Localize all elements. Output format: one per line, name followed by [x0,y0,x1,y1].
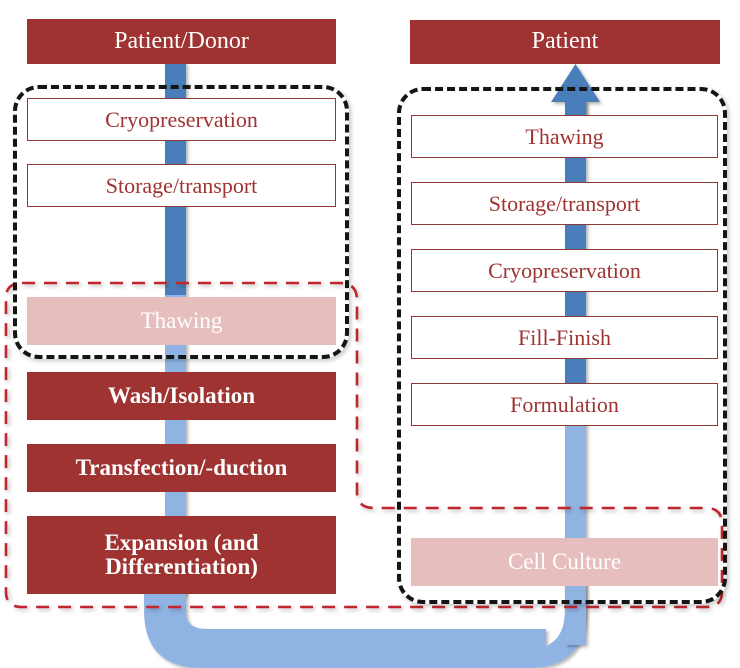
right-step-formulation-label: Formulation [510,391,619,417]
header-patient-donor: Patient/Donor [27,19,336,64]
right-step-cryopreservation-label: Cryopreservation [488,257,641,283]
left-step-cryopreservation-label: Cryopreservation [105,106,258,132]
left-step-wash-isolation[interactable]: Wash/Isolation [27,372,336,420]
right-step-cell-culture[interactable]: Cell Culture [411,538,718,586]
right-step-fill-finish-label: Fill-Finish [518,324,611,350]
left-step-storage-transport-label: Storage/transport [105,172,258,198]
right-process-group-outline [397,87,727,604]
right-step-cryopreservation[interactable]: Cryopreservation [411,249,718,292]
manufacturing-group-outline [4,281,724,609]
left-step-thawing-label: Thawing [140,307,223,333]
left-cryostorage-group-outline [13,85,349,359]
left-step-expansion[interactable]: Expansion (and Differentiation) [27,516,336,594]
header-patient-donor-label: Patient/Donor [114,27,249,54]
left-step-wash-isolation-label: Wash/Isolation [108,382,255,408]
left-step-transfection[interactable]: Transfection/-duction [27,444,336,492]
right-step-fill-finish[interactable]: Fill-Finish [411,316,718,359]
left-step-storage-transport[interactable]: Storage/transport [27,164,336,207]
up-arrow-icon [551,64,600,116]
right-step-formulation[interactable]: Formulation [411,383,718,426]
left-step-expansion-label-line1: Expansion (and [104,529,259,555]
left-step-cryopreservation[interactable]: Cryopreservation [27,98,336,141]
right-step-thawing[interactable]: Thawing [411,115,718,158]
right-step-cell-culture-label: Cell Culture [507,548,622,574]
header-patient: Patient [410,20,720,64]
header-patient-label: Patient [531,28,599,55]
left-step-expansion-label-line2: Differentiation) [105,554,258,579]
right-step-storage-transport[interactable]: Storage/transport [411,182,718,225]
left-step-transfection-label: Transfection/-duction [75,454,288,480]
right-step-thawing-label: Thawing [525,123,604,149]
right-step-storage-transport-label: Storage/transport [488,190,641,216]
left-step-thawing[interactable]: Thawing [27,297,336,345]
